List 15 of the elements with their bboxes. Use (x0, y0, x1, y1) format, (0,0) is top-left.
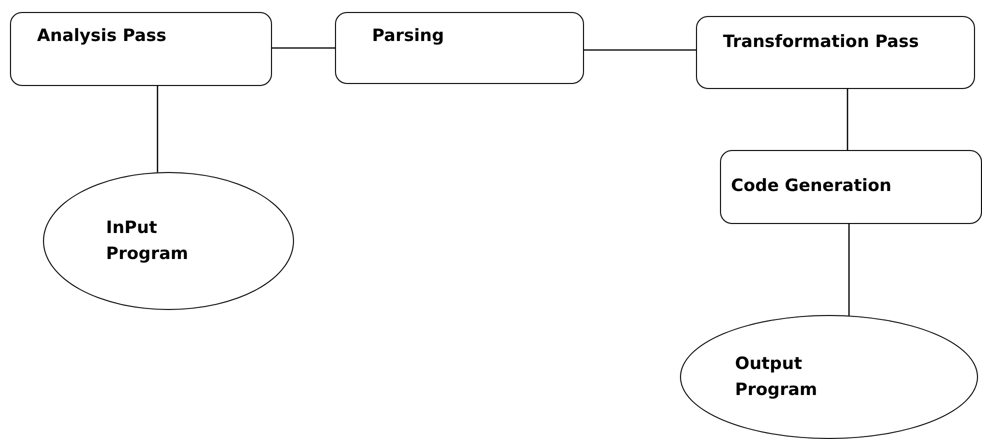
connector-line (584, 49, 696, 51)
process-box (720, 150, 982, 224)
node-label: Output Program (735, 353, 818, 402)
node-label: Transformation Pass (723, 31, 920, 54)
connector-line (156, 86, 158, 172)
connector-line (848, 224, 850, 316)
node-label: Code Generation (731, 175, 892, 198)
node-label: InPut Program (106, 217, 190, 266)
connector-line (272, 47, 335, 49)
process-box (696, 16, 975, 89)
connector-line (846, 89, 848, 150)
node-label: Analysis Pass (37, 25, 168, 48)
process-box (335, 12, 584, 84)
node-label: Parsing (372, 25, 446, 48)
process-box (10, 12, 272, 86)
